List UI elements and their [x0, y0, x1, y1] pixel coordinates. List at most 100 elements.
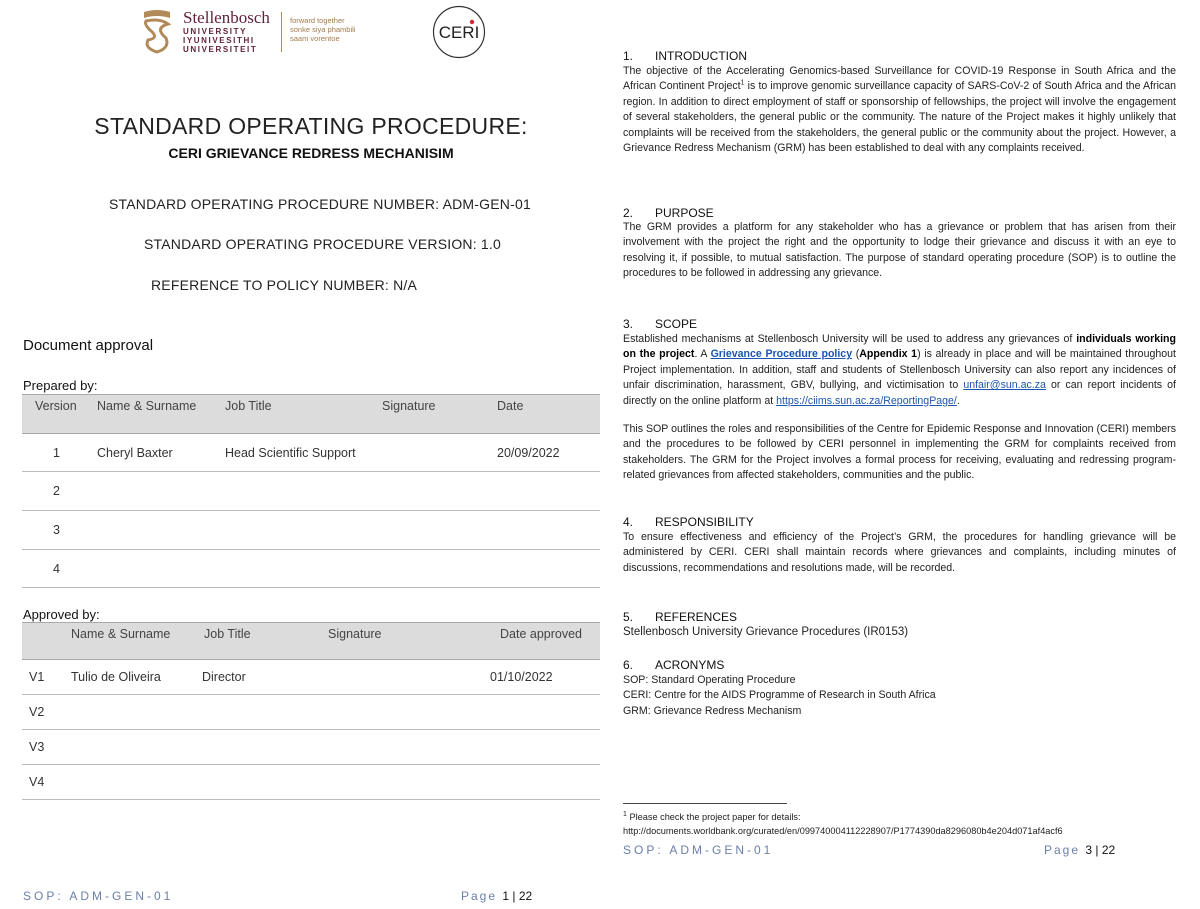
footer-sop-code: SOP: ADM-GEN-01	[623, 843, 774, 857]
table-cell: V1	[29, 670, 45, 684]
table-cell: Tulio de Oliveira	[71, 670, 161, 684]
header-cell: Name & Surname	[97, 399, 197, 413]
scope-paragraph-2: This SOP outlines the roles and responsi…	[623, 423, 1176, 482]
appendix-reference: Appendix 1	[859, 348, 918, 361]
table-row: V2	[22, 695, 600, 730]
footnote-rule	[623, 803, 787, 804]
responsibility-paragraph: To ensure effectiveness and efficiency o…	[623, 531, 1176, 574]
page-1: Stellenbosch UNIVERSITY IYUNIVESITHI UNI…	[22, 5, 600, 903]
table-row: V3	[22, 730, 600, 765]
text-run: (	[852, 348, 860, 361]
table-cell: 20/09/2022	[497, 446, 560, 460]
section-heading-references: 5. REFERENCES	[623, 610, 737, 624]
table-row: V4	[22, 765, 600, 800]
table-cell: 4	[53, 562, 60, 576]
table-row: 3	[22, 511, 600, 550]
policy-reference: REFERENCE TO POLICY NUMBER: N/A	[151, 277, 418, 293]
section-title: INTRODUCTION	[655, 49, 747, 63]
document-approval-heading: Document approval	[23, 337, 154, 354]
section-number: 2.	[623, 206, 634, 220]
table-cell: Cheryl Baxter	[97, 446, 173, 460]
table-row: 4	[22, 550, 600, 588]
acronym-item: SOP: Standard Operating Procedure	[623, 674, 796, 686]
page-num: 1 | 22	[502, 889, 533, 903]
table-cell: 2	[53, 484, 60, 498]
section-number: 3.	[623, 317, 634, 331]
introduction-paragraph: The objective of the Accelerating Genomi…	[623, 64, 1176, 156]
stellenbosch-wordmark: Stellenbosch UNIVERSITY IYUNIVESITHI UNI…	[183, 8, 270, 55]
grievance-policy-link[interactable]: Grievance Procedure policy	[710, 348, 853, 361]
header-cell: Job Title	[204, 627, 251, 641]
section-heading-scope: 3.SCOPE	[623, 317, 697, 331]
page-3: 1. INTRODUCTION The objective of the Acce…	[612, 0, 1200, 909]
page-num: 3 | 22	[1085, 843, 1116, 857]
text-run: Please check the project paper for detai…	[626, 812, 801, 822]
header-cell: Date approved	[500, 627, 583, 641]
su-motto-3: saam vorentoe	[290, 34, 340, 43]
footnote-marker: 1	[740, 79, 745, 87]
footer-page-number: Page 1 | 22	[461, 889, 532, 903]
acronym-item: GRM: Grievance Redress Mechanism	[623, 705, 802, 717]
table-cell: V2	[29, 705, 45, 719]
footer-page-number: Page 3 | 22	[1044, 843, 1115, 857]
su-line-1: UNIVERSITY	[183, 27, 248, 36]
reference-item: Stellenbosch University Grievance Proced…	[623, 626, 909, 638]
table-cell: 1	[53, 446, 60, 460]
scope-paragraph: Established mechanisms at Stellenbosch U…	[623, 332, 1176, 409]
footnote-line-1: 1 Please check the project paper for det…	[623, 811, 801, 824]
text-run: or can report incidents of directly on t…	[623, 379, 1176, 407]
sop-version: STANDARD OPERATING PROCEDURE VERSION: 1.…	[144, 236, 501, 252]
ceri-logo-icon: CERI	[432, 5, 486, 59]
header-cell: Signature	[328, 627, 382, 641]
ceri-logo: CERI	[432, 5, 486, 59]
header-cell: Job Title	[225, 399, 272, 413]
approved-by-table: Name & Surname Job Title Signature Date …	[22, 622, 600, 800]
table-header: Version Name & Surname Job Title Signatu…	[22, 394, 600, 434]
table-cell: V4	[29, 775, 45, 789]
su-line-2: IYUNIVESITHI	[183, 36, 255, 45]
section-title: REFERENCES	[655, 610, 738, 624]
section-title: ACRONYMS	[655, 658, 725, 672]
section-heading-acronyms: 6. ACRONYMS	[623, 658, 724, 672]
section-number: 4.	[623, 515, 634, 529]
table-cell: Director	[202, 670, 246, 684]
logo-divider	[281, 12, 282, 52]
page-label: Page	[461, 889, 503, 903]
email-link[interactable]: unfair@sun.ac.za	[963, 379, 1046, 392]
table-cell: 01/10/2022	[490, 670, 553, 684]
text-run: ) is already in place and will be mainta…	[623, 348, 1176, 392]
section-number: 5.	[623, 610, 634, 624]
table-header: Name & Surname Job Title Signature Date …	[22, 622, 600, 660]
page-label: Page	[1044, 843, 1086, 857]
footnote-url[interactable]: http://documents.worldbank.org/curated/e…	[623, 826, 1063, 836]
table-row: 1 Cheryl Baxter Head Scientific Support …	[22, 434, 600, 472]
reporting-page-link[interactable]: https://ciims.sun.ac.za/ReportingPage/	[776, 394, 957, 407]
footnote-marker: 1	[623, 810, 627, 818]
table-row: V1 Tulio de Oliveira Director 01/10/2022	[22, 660, 600, 695]
ceri-logo-text: CERI	[439, 23, 480, 42]
sop-number: STANDARD OPERATING PROCEDURE NUMBER: ADM…	[109, 196, 531, 212]
su-motto-2: sonke siya phambili	[290, 25, 356, 34]
section-heading-purpose: 2. PURPOSE	[623, 206, 714, 220]
su-motto: forward together sonke siya phambili saa…	[290, 16, 355, 43]
section-number: 6.	[623, 658, 634, 672]
su-name: Stellenbosch	[183, 8, 270, 27]
stellenbosch-logo: Stellenbosch UNIVERSITY IYUNIVESITHI UNI…	[140, 8, 370, 56]
text-run: Established mechanisms at Stellenbosch U…	[623, 333, 1077, 345]
text-run: .	[956, 394, 960, 407]
section-title: PURPOSE	[655, 206, 714, 220]
section-number: 1.	[623, 49, 634, 63]
su-motto-1: forward together	[290, 16, 345, 25]
su-line-3: UNIVERSITEIT	[183, 45, 258, 54]
section-heading-responsibility: 4.RESPONSIBILITY	[623, 515, 754, 529]
prepared-by-table: Version Name & Surname Job Title Signatu…	[22, 394, 600, 588]
table-cell: 3	[53, 523, 60, 537]
section-heading-introduction: 1. INTRODUCTION	[623, 49, 747, 63]
header-cell: Name & Surname	[71, 627, 171, 641]
footer-sop-code: SOP: ADM-GEN-01	[23, 889, 174, 903]
text-run: The objective of the Accelerating Genomi…	[623, 65, 1176, 93]
approved-by-caption: Approved by:	[23, 607, 100, 622]
header-cell: Signature	[382, 399, 436, 413]
document-subtitle: CERI GRIEVANCE REDRESS MECHANISIM	[168, 145, 454, 161]
header-cell: Date	[497, 399, 524, 413]
